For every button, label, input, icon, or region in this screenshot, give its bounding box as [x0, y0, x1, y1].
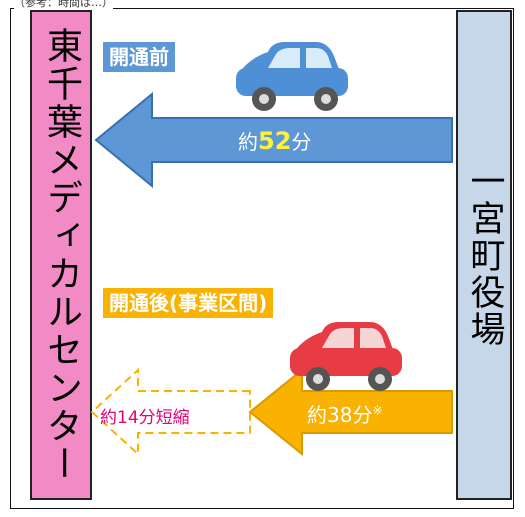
reduction-label: 約14分短縮 [100, 408, 190, 428]
header-note: （参考：時間は…） [14, 0, 113, 10]
after-time-value: 約38分 [307, 403, 373, 427]
destination-label: 東千葉メディカルセンター [41, 27, 82, 483]
reduction-arrow [90, 367, 251, 457]
red-car-icon [290, 322, 402, 391]
blue-car-icon [236, 42, 348, 111]
destination-bar: 東千葉メディカルセンター [30, 10, 92, 500]
before-time-unit: 分 [291, 130, 312, 154]
before-arrow [94, 91, 453, 189]
after-arrow [248, 367, 453, 457]
after-note-mark: ※ [372, 403, 383, 418]
origin-bar: 一宮町役場 [456, 10, 512, 500]
before-time-value: 52 [258, 127, 292, 155]
before-opening-badge: 開通前 [103, 42, 175, 72]
before-time-prefix: 約 [238, 130, 258, 154]
after-time-label: 約38分※ [307, 399, 383, 428]
after-opening-badge: 開通後(事業区間) [103, 288, 274, 318]
before-time-label: 約52分 [238, 126, 311, 155]
origin-label: 一宮町役場 [464, 162, 505, 348]
